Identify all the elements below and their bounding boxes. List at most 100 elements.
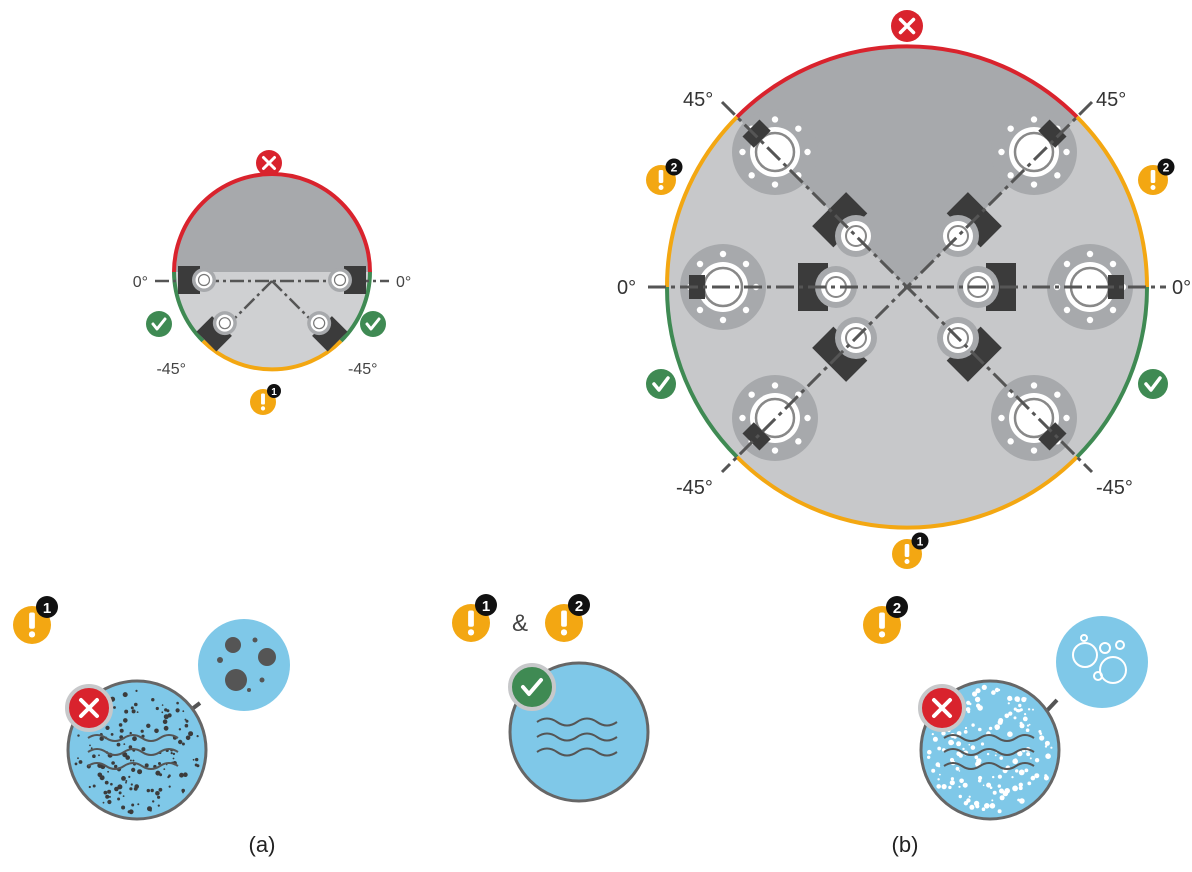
speckle [77, 757, 79, 760]
warning-icon: 2 [1138, 158, 1175, 195]
speckle [962, 747, 965, 751]
speckle [184, 723, 189, 728]
svg-text:1: 1 [482, 598, 490, 615]
speckle [118, 791, 122, 795]
speckle [978, 775, 983, 781]
speckle [149, 809, 152, 812]
angle-label: 0° [1172, 277, 1191, 299]
speckle [968, 743, 971, 746]
speckle [121, 805, 126, 810]
speckle [134, 784, 139, 789]
speckle [948, 785, 952, 790]
speckle [90, 747, 93, 750]
speckle [927, 755, 931, 759]
speckle [1034, 758, 1040, 763]
speckle [958, 794, 962, 799]
speckle [179, 772, 184, 778]
speckle [977, 697, 980, 700]
speckle [1027, 708, 1031, 711]
speckle [931, 768, 936, 773]
speckle [103, 790, 108, 795]
speckle [958, 785, 961, 788]
warning-icon: 2 [646, 158, 683, 195]
speckle [107, 799, 112, 805]
speckle [1021, 696, 1027, 703]
speckle [949, 780, 955, 786]
small-pipe-orange-arc [201, 339, 343, 372]
speckle [981, 684, 987, 691]
check-mark-icon [1138, 369, 1168, 399]
speckle [1012, 785, 1018, 792]
speckle [105, 794, 110, 799]
speckle [108, 795, 111, 798]
speckle [971, 723, 975, 727]
speckle [1045, 753, 1051, 759]
speckle [98, 754, 100, 757]
angle-label: -45° [676, 477, 713, 499]
speckle [131, 803, 135, 807]
speckle [168, 774, 171, 777]
speckle [178, 739, 183, 745]
speckle [967, 710, 971, 714]
speckle [932, 736, 938, 742]
speckle [991, 799, 994, 802]
speckle [135, 689, 138, 693]
speckle [1018, 708, 1022, 712]
large-pipe-diagram: 45° 45° 0° 0° -45° -45° 2 2 [617, 10, 1191, 569]
speckle [121, 776, 126, 781]
speckle [129, 759, 132, 762]
speckle [1015, 769, 1019, 773]
speckle [1024, 713, 1027, 716]
angle-label: 45° [683, 89, 713, 111]
check-mark-icon [146, 311, 172, 337]
speckle [172, 752, 176, 756]
speckle [986, 752, 990, 756]
speckle [181, 788, 185, 793]
speckle [111, 761, 115, 765]
speckle [114, 764, 118, 769]
speckle [183, 772, 188, 777]
speckle [163, 725, 169, 731]
speckle [1034, 773, 1040, 779]
angle-label: 45° [1096, 89, 1126, 111]
warning-icon: 1 [13, 596, 58, 644]
svg-text:1: 1 [271, 387, 277, 398]
speckle [1032, 708, 1034, 711]
speckle [146, 723, 151, 728]
large-pipe-red-arc [735, 44, 1079, 119]
speckle [1015, 758, 1017, 760]
angle-label: 0° [133, 274, 148, 291]
speckle [130, 783, 133, 786]
speckle [975, 688, 981, 694]
speckle [1010, 698, 1013, 701]
speckle [146, 788, 150, 793]
speckle [1026, 752, 1031, 757]
speckle [941, 784, 947, 790]
speckle [117, 797, 121, 801]
speckle [962, 782, 968, 788]
speckle [973, 800, 980, 807]
water-wave-icon [536, 717, 618, 727]
speckle [119, 728, 124, 733]
bubble-icon [1056, 616, 1148, 708]
large-pipe-orange-arc-upper-left [664, 115, 739, 288]
speckle [1030, 775, 1036, 781]
water-wave-icon [943, 748, 1035, 756]
x-mark-icon [65, 684, 113, 732]
speckle [1019, 721, 1023, 725]
caption-a: (a) [249, 832, 276, 857]
speckle [122, 692, 128, 698]
angle-label: -45° [156, 361, 186, 378]
speckle [141, 747, 146, 752]
speckle [155, 791, 160, 796]
speckle [937, 746, 942, 751]
speckle [195, 757, 199, 762]
speckle [941, 731, 946, 736]
water-wave-icon [943, 762, 1035, 770]
speckle [158, 762, 161, 765]
small-pipe-diagram: 0° 0° -45° -45° 1 [133, 150, 411, 415]
speckle [132, 736, 137, 742]
speckle [130, 706, 134, 710]
speckle [986, 782, 992, 788]
speckle [970, 745, 976, 750]
